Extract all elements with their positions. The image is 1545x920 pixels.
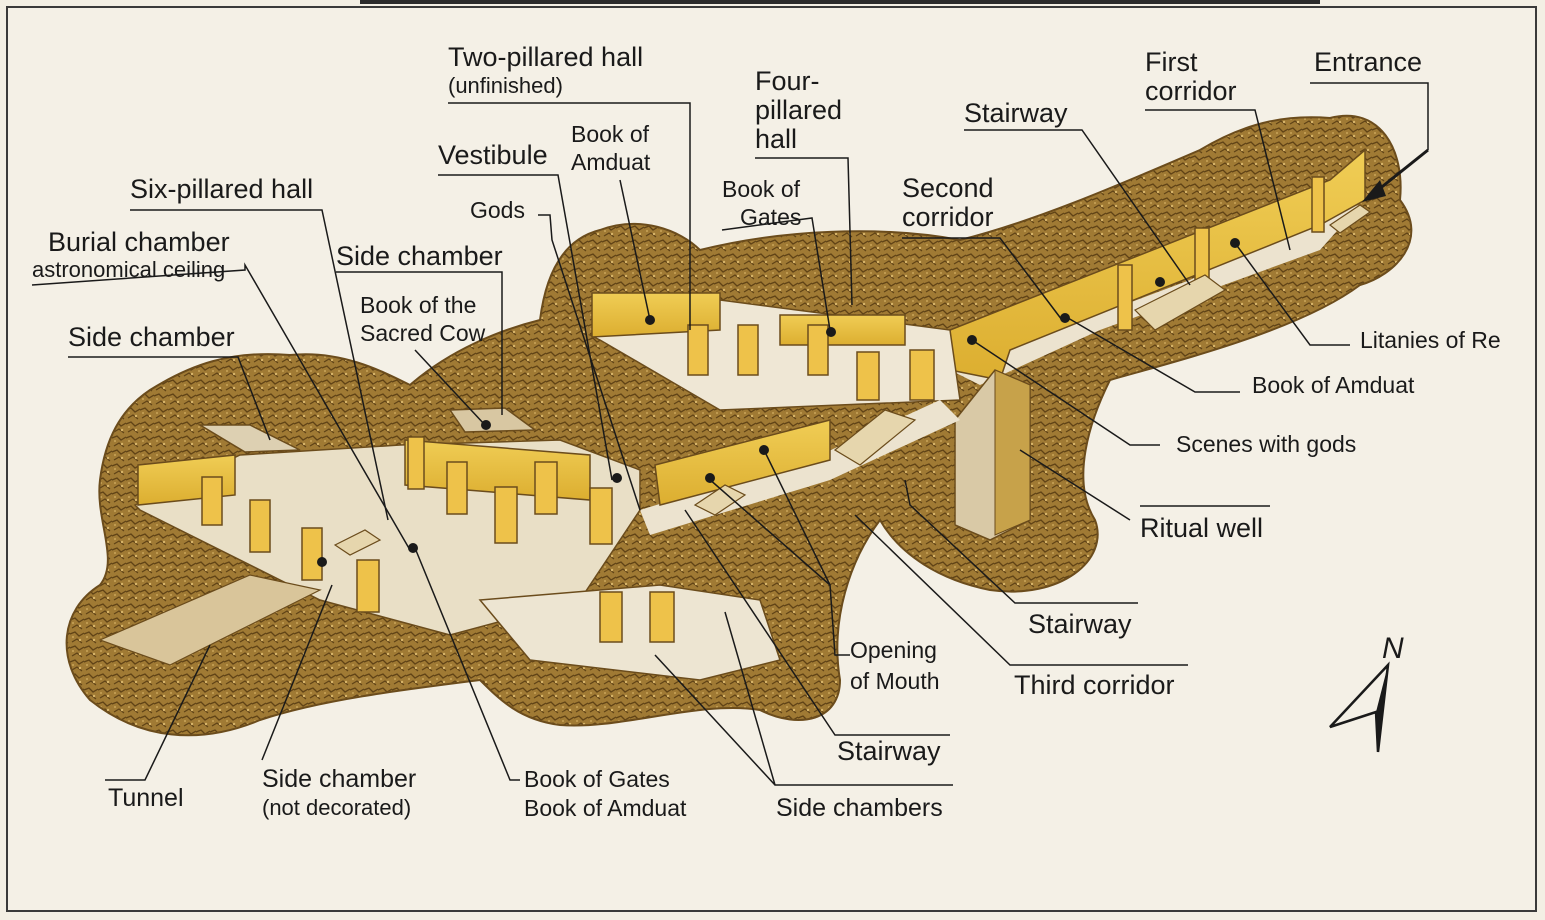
pillar bbox=[599, 591, 623, 643]
compass-letter: N bbox=[1382, 632, 1404, 665]
side-chambers-floor bbox=[478, 584, 781, 681]
label-stairway-right: Stairway bbox=[1028, 609, 1132, 639]
label-burial-chamber: Burial chamber bbox=[48, 227, 230, 257]
label-side-chamber-nd-1: Side chamber bbox=[262, 765, 416, 793]
pillar bbox=[407, 436, 425, 490]
label-side-chamber-left: Side chamber bbox=[68, 322, 235, 352]
label-first-corridor-2: corridor bbox=[1145, 76, 1237, 106]
pillar bbox=[356, 559, 380, 613]
tunnel-floor bbox=[98, 574, 322, 666]
side-chamber-floor-left bbox=[197, 424, 301, 453]
pillar bbox=[856, 351, 880, 401]
label-four-pillared-2: pillared bbox=[755, 95, 842, 125]
label-scenes-with-gods: Scenes with gods bbox=[1176, 431, 1356, 457]
label-opening-of-mouth-1: Opening bbox=[850, 637, 937, 663]
pillar bbox=[1117, 264, 1133, 331]
label-side-chamber-nd-2: (not decorated) bbox=[262, 795, 411, 820]
pillar bbox=[589, 487, 613, 545]
label-opening-of-mouth-2: of Mouth bbox=[850, 668, 940, 694]
label-two-pillared-hall: Two-pillared hall bbox=[448, 42, 643, 72]
label-book-amduat-top-2: Amduat bbox=[571, 149, 651, 175]
label-gods: Gods bbox=[470, 197, 525, 223]
label-second-corridor-1: Second bbox=[902, 173, 994, 203]
label-ritual-well: Ritual well bbox=[1140, 513, 1263, 543]
stairway-upper bbox=[1133, 274, 1227, 331]
label-second-corridor-2: corridor bbox=[902, 202, 994, 232]
entrance-arrow-head bbox=[1362, 180, 1386, 202]
pillar bbox=[446, 461, 468, 515]
stairway-middle bbox=[833, 409, 917, 466]
label-book-amduat-right: Book of Amduat bbox=[1252, 372, 1415, 398]
pillar bbox=[201, 476, 223, 526]
compass: N bbox=[1329, 632, 1404, 753]
pillar bbox=[807, 324, 829, 376]
pillar bbox=[687, 324, 709, 376]
ritual-well-wall bbox=[994, 369, 1031, 536]
label-stairway-top: Stairway bbox=[964, 98, 1068, 128]
stairways bbox=[333, 204, 1372, 556]
top-border-line bbox=[360, 0, 1320, 4]
label-book-amduat-bottom: Book of Amduat bbox=[524, 795, 687, 821]
label-side-chambers: Side chambers bbox=[776, 794, 943, 822]
label-burial-chamber-note: astronomical ceiling bbox=[32, 257, 225, 282]
label-side-chamber-mid: Side chamber bbox=[336, 241, 503, 271]
label-four-pillared-3: hall bbox=[755, 124, 797, 154]
pillar bbox=[1311, 176, 1325, 233]
stairway-lower bbox=[693, 484, 747, 516]
stairway-burial bbox=[333, 529, 382, 556]
pillar bbox=[301, 527, 323, 581]
label-litanies-of-re: Litanies of Re bbox=[1360, 327, 1501, 353]
label-vestibule: Vestibule bbox=[438, 140, 548, 170]
label-six-pillared-hall: Six-pillared hall bbox=[130, 174, 313, 204]
label-third-corridor: Third corridor bbox=[1014, 670, 1175, 700]
pillar bbox=[494, 486, 518, 544]
label-entrance: Entrance bbox=[1314, 47, 1422, 77]
label-first-corridor-1: First bbox=[1145, 47, 1198, 77]
label-book-gates-top-1: Book of bbox=[722, 176, 801, 202]
hall-back-wall bbox=[779, 314, 906, 346]
third-corridor-wall bbox=[654, 419, 831, 506]
pillar bbox=[249, 499, 271, 553]
pillar bbox=[737, 324, 759, 376]
compass-needle-dark bbox=[1376, 665, 1388, 752]
label-stairway-bottom: Stairway bbox=[837, 736, 941, 766]
pillar bbox=[909, 349, 935, 401]
label-book-gates-bottom: Book of Gates bbox=[524, 766, 670, 792]
pillars bbox=[201, 176, 1325, 643]
label-sacred-cow-1: Book of the bbox=[360, 292, 476, 318]
labels: Two-pillared hall (unfinished) Four- pil… bbox=[32, 42, 1501, 822]
label-four-pillared-1: Four- bbox=[755, 66, 820, 96]
pillar bbox=[534, 461, 558, 515]
label-book-gates-top-2: Gates bbox=[740, 204, 801, 230]
pillar bbox=[649, 591, 675, 643]
stairway-entrance bbox=[1328, 204, 1372, 234]
label-sacred-cow-2: Sacred Cow bbox=[360, 320, 486, 346]
label-tunnel: Tunnel bbox=[108, 784, 184, 812]
leader-lines bbox=[31, 82, 1429, 786]
sacred-cow-chamber bbox=[448, 407, 538, 433]
label-two-pillared-hall-note: (unfinished) bbox=[448, 73, 563, 98]
label-book-amduat-top-1: Book of bbox=[571, 121, 650, 147]
label-dots bbox=[317, 238, 1240, 567]
